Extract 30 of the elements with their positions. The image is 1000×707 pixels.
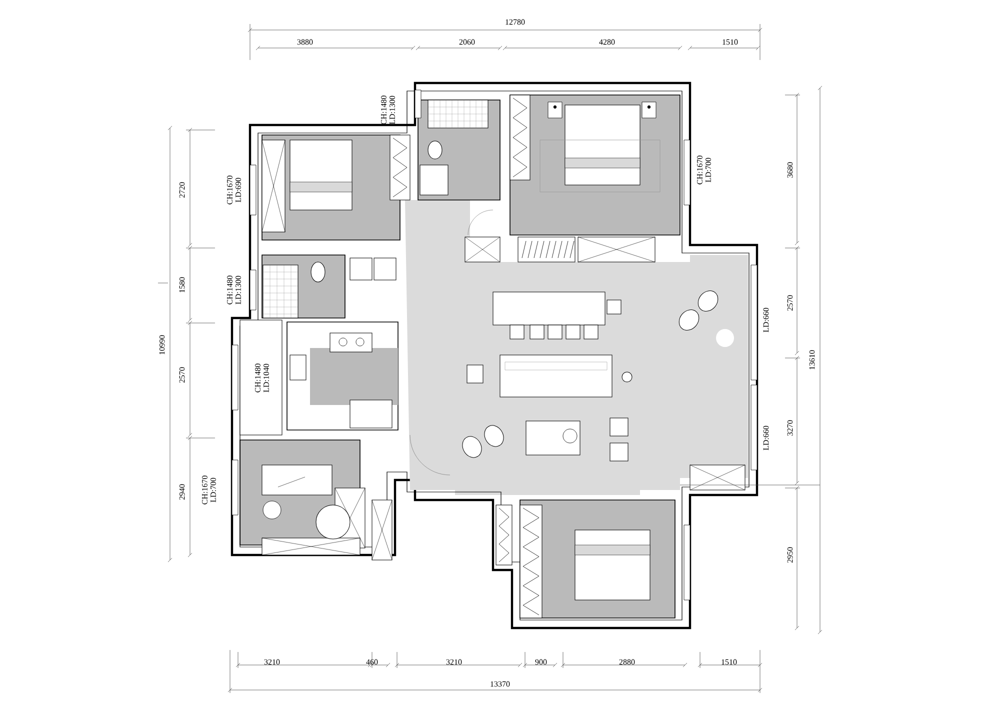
dimension-text: 3880 [297, 39, 313, 45]
dimension-text: 13610 [809, 350, 815, 370]
dimension-text: 2940 [179, 484, 185, 500]
window-label: CH:1670 LD:690 [227, 176, 241, 204]
dimension-text: 3270 [787, 420, 793, 436]
window-label: CH:1480 LD:1300 [227, 276, 241, 304]
dimension-text: 900 [535, 659, 547, 665]
window-label: CH:1480 LD:1300 [381, 96, 395, 124]
dimension-text: 10990 [159, 335, 165, 354]
window-label: CH:1670 LD:700 [697, 156, 711, 184]
dimension-text: 2060 [459, 39, 475, 45]
dimension-text: 3680 [787, 162, 793, 178]
window-label: CH:1480 LD:1040 [255, 364, 269, 392]
window-label: CH:1670 LD:700 [202, 476, 216, 504]
window-label: LD:660 [763, 426, 769, 450]
dimension-text: 1510 [722, 659, 737, 665]
dimension-text: 460 [366, 659, 378, 665]
dimension-text: 1580 [179, 277, 185, 292]
dimension-text: 1510 [722, 39, 738, 45]
dimension-text: 3210 [264, 659, 280, 665]
window-label: LD:660 [763, 308, 769, 332]
dimension-text: 4280 [599, 39, 615, 45]
dimension-text: 3210 [446, 659, 462, 665]
dimension-text: 2720 [179, 182, 185, 198]
dimension-text: 12780 [506, 19, 525, 25]
dimension-text: 2950 [787, 547, 793, 563]
dimension-text: 2880 [619, 659, 635, 665]
dimension-text: 13370 [490, 681, 510, 687]
dimension-text: 2570 [179, 367, 185, 383]
dimension-text: 2570 [787, 295, 793, 311]
